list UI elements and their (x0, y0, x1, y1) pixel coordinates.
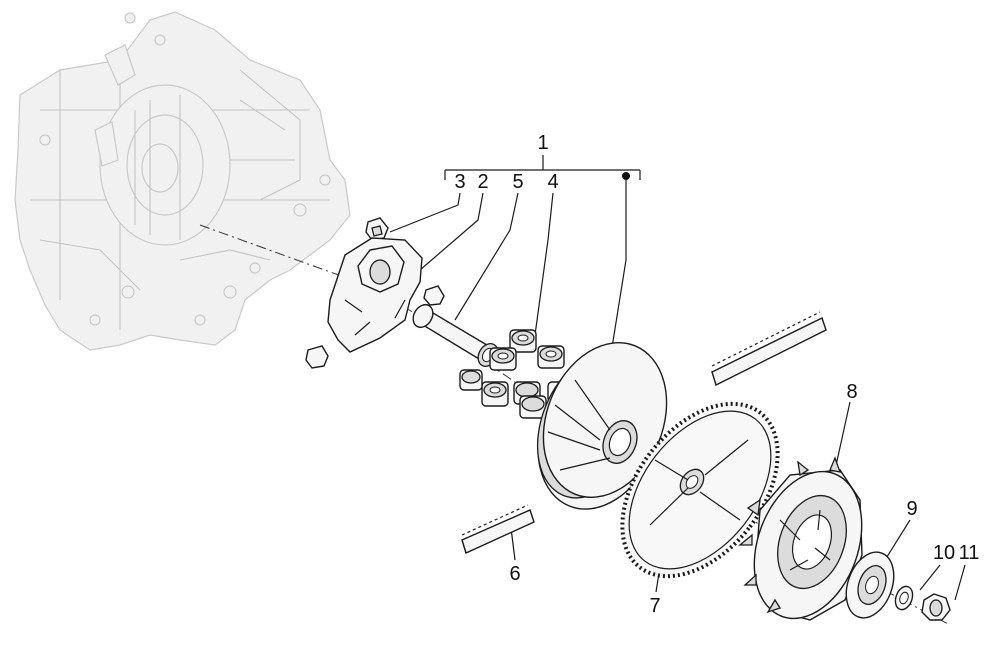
callout-bracket (444, 155, 641, 180)
roller (459, 369, 483, 391)
callout-8: 8 (846, 381, 858, 403)
roller (537, 345, 565, 369)
callout-5: 5 (512, 171, 524, 193)
slider-piece-3 (365, 217, 389, 241)
callout-6: 6 (509, 563, 521, 585)
nut-9 (845, 551, 895, 619)
ramp-plate-2 (327, 237, 423, 353)
callout-9: 9 (906, 498, 918, 520)
variator-pulley (536, 342, 668, 510)
fan-pulley-8 (738, 456, 863, 621)
bushing-5 (412, 303, 499, 367)
roller (489, 347, 517, 371)
callout-2: 2 (477, 171, 489, 193)
callout-3: 3 (454, 171, 466, 193)
roller (509, 329, 537, 353)
callout-7: 7 (649, 595, 661, 617)
callout-11: 11 (958, 542, 980, 564)
callout-10: 10 (932, 542, 956, 564)
ring-gear-7 (620, 401, 780, 579)
hex-nut-11 (921, 593, 951, 621)
rollers-4 (459, 329, 569, 419)
belt-segment-6 (461, 504, 535, 554)
belt-segment-top (711, 311, 827, 386)
washer-10 (894, 585, 914, 611)
callout-1: 1 (537, 132, 549, 154)
bullet-dot (622, 172, 630, 180)
slider-piece-c (305, 345, 329, 369)
callout-4: 4 (547, 171, 559, 193)
slider-piece-b (423, 285, 445, 306)
crankcase-ghost (14, 11, 351, 351)
roller (519, 395, 547, 419)
roller (481, 381, 509, 407)
